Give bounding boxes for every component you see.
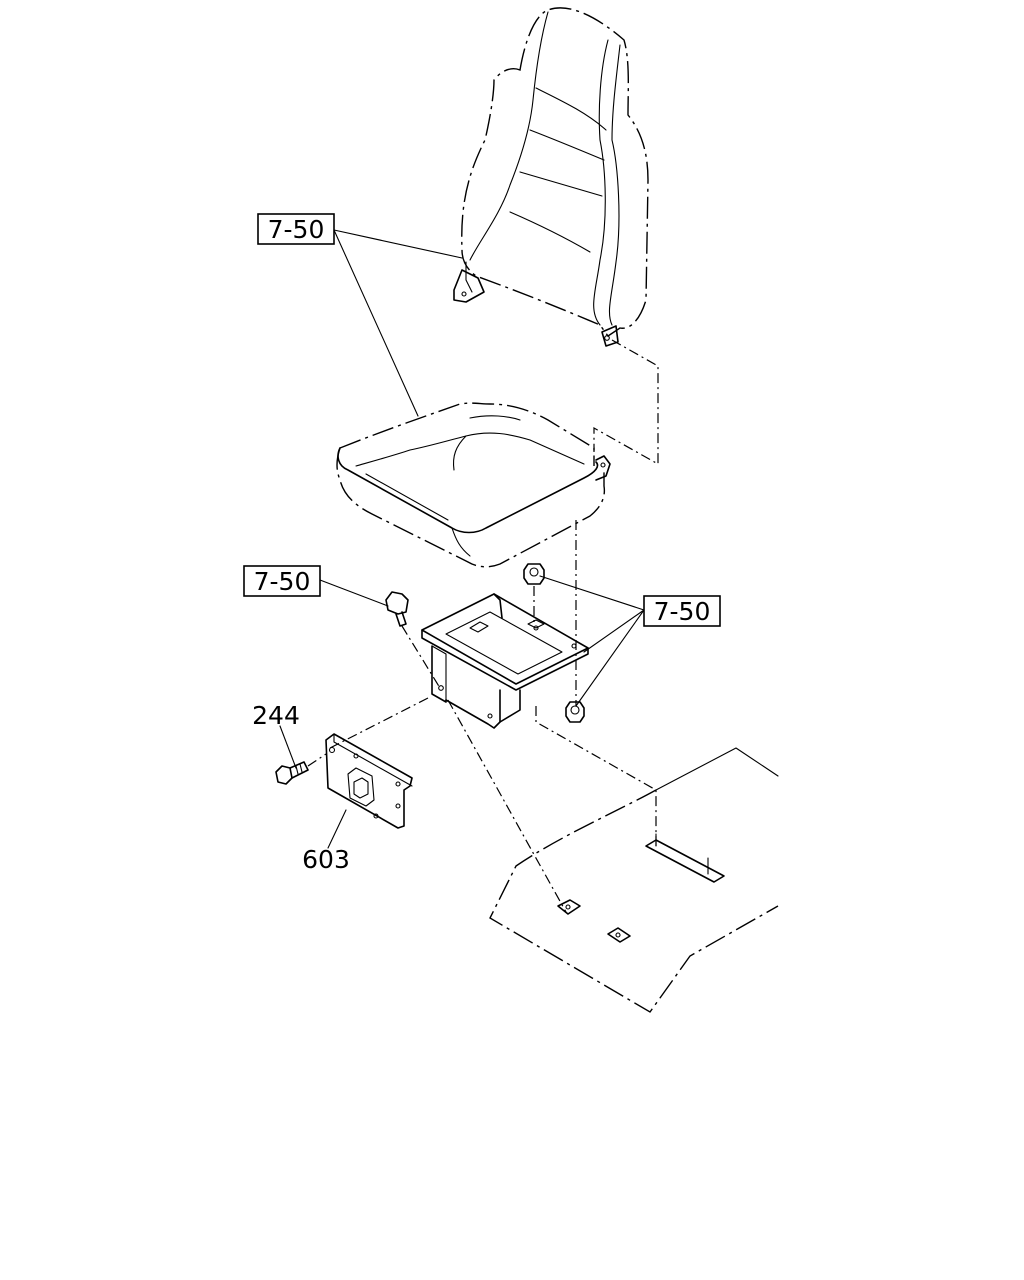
seat-back xyxy=(453,7,649,347)
part-label-244[interactable]: 244 xyxy=(252,701,300,730)
part-label-603[interactable]: 603 xyxy=(302,845,350,874)
seat-cushion xyxy=(336,402,611,568)
bracket-603 xyxy=(325,733,413,829)
ref-label-seatback-text: 7-50 xyxy=(268,215,325,244)
ref-label-bolt[interactable]: 7-50 xyxy=(243,565,321,597)
ref-label-seatback[interactable]: 7-50 xyxy=(257,213,335,245)
floor-panel xyxy=(489,747,779,1013)
leader-lines xyxy=(279,229,645,849)
nut-top xyxy=(523,563,545,622)
ref-label-nuts-text: 7-50 xyxy=(654,597,711,626)
seat-base-bracket xyxy=(421,593,589,729)
nut-bottom xyxy=(565,701,585,723)
bolt-244 xyxy=(275,753,327,785)
ref-label-nuts[interactable]: 7-50 xyxy=(643,595,721,627)
ref-label-bolt-text: 7-50 xyxy=(254,567,311,596)
bolt-upper xyxy=(385,591,441,689)
